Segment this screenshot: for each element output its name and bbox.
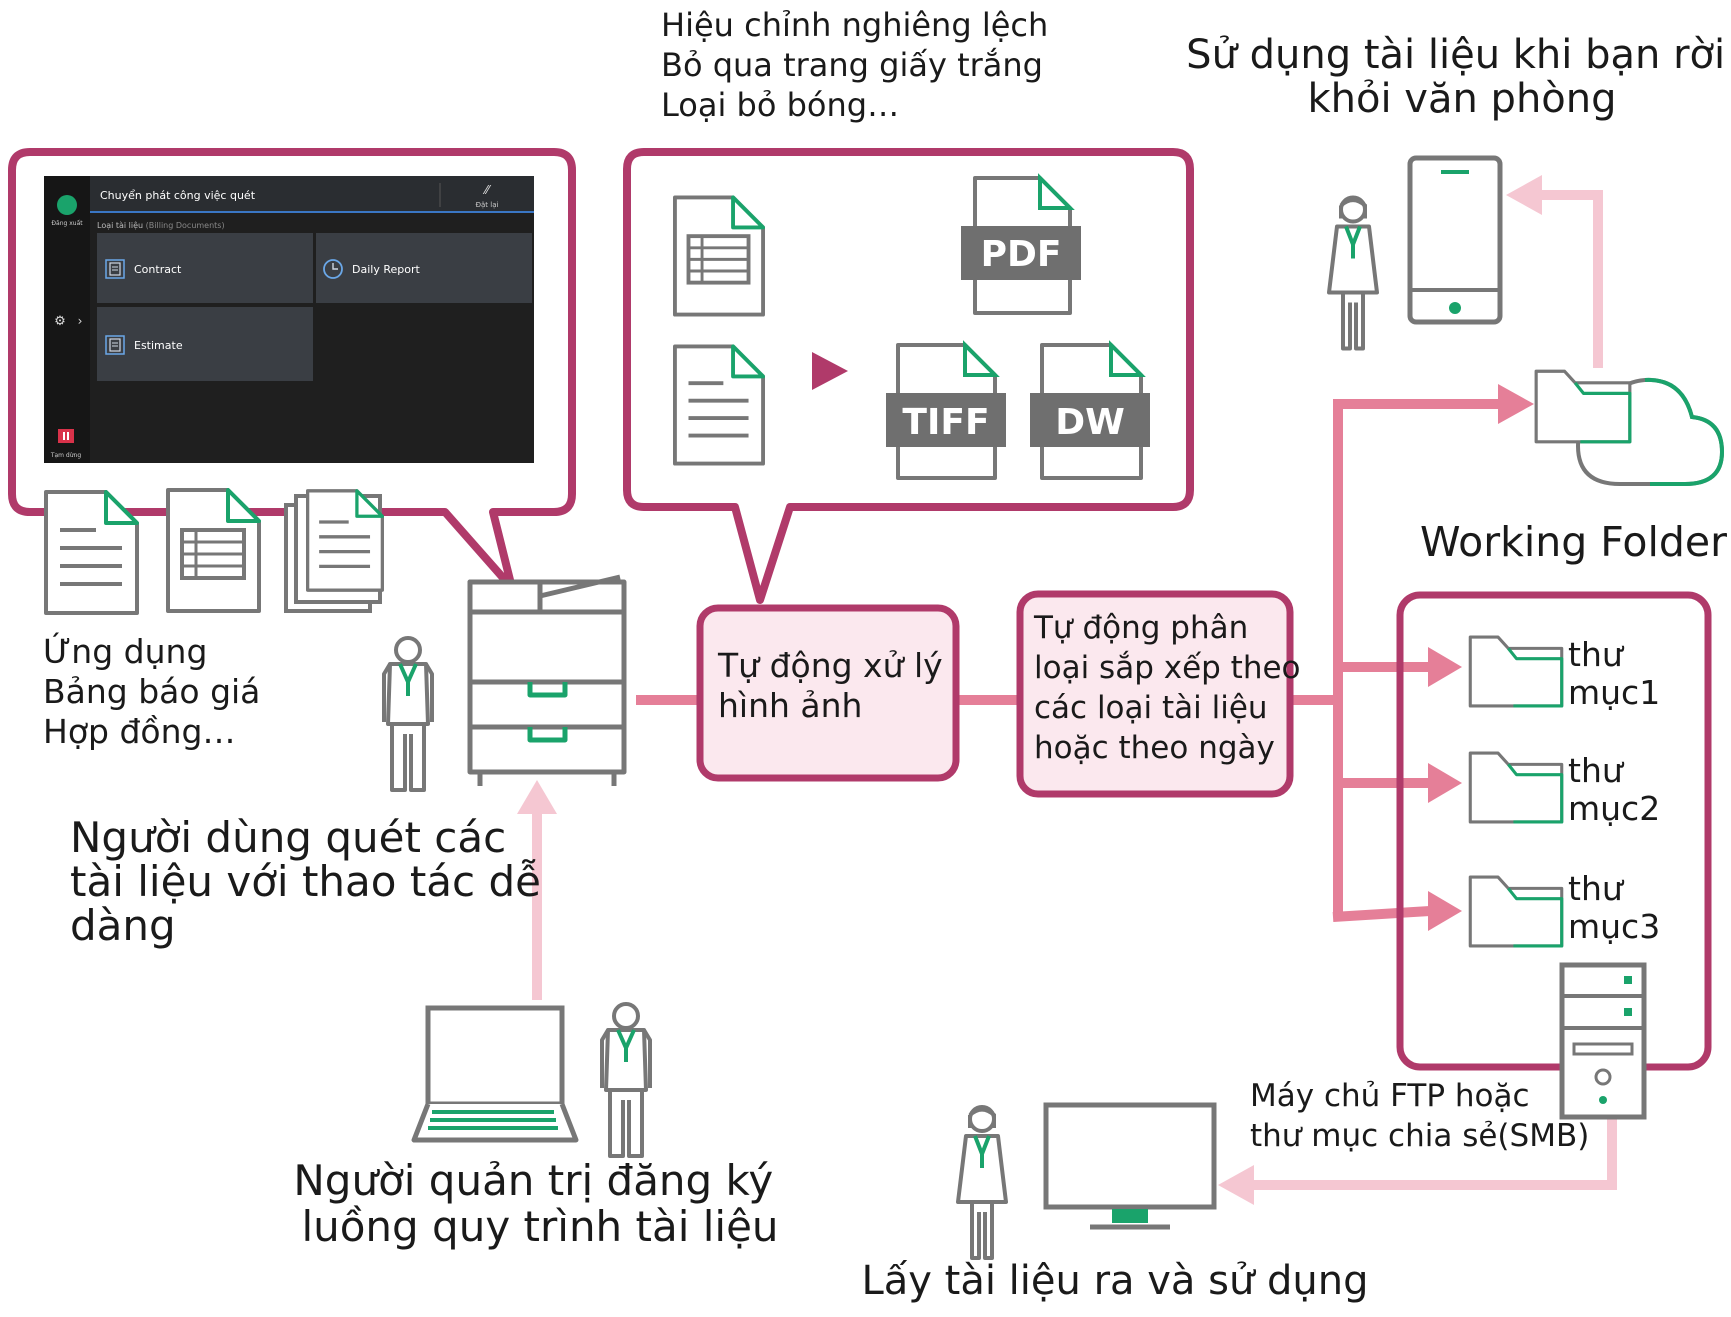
document-types-caption: Ứng dụng Bảng báo giá Hợp đồng… [43, 631, 271, 751]
pdf-file-icon: PDF [961, 173, 1081, 315]
dw-file-icon: DW [1030, 340, 1150, 480]
scan-screen: Đăng xuất ⚙ › Tạm dừng Chuyển phát công … [44, 176, 534, 463]
auto-sorting-box [1016, 590, 1294, 798]
reset-label[interactable]: Đặt lại [476, 201, 499, 209]
processing-features: Hiệu chỉnh nghiêng lệch Bỏ qua trang giấ… [661, 6, 1058, 124]
folder-icon [1468, 635, 1564, 708]
play-arrow-icon [812, 352, 848, 390]
laptop-icon [411, 1005, 579, 1143]
working-folder-label: Working Folder [1420, 518, 1727, 566]
button-contract[interactable]: Contract [97, 233, 313, 303]
pause-icon[interactable] [58, 429, 74, 443]
arrow-head [1498, 384, 1534, 424]
button-label: Estimate [134, 339, 183, 352]
clock-icon [323, 259, 343, 279]
connector-lines [517, 175, 1617, 1205]
category-label: Loại tài liệu (Billing Documents) [97, 220, 225, 231]
chevron-right-icon[interactable]: › [78, 314, 83, 328]
button-daily-report[interactable]: Daily Report [316, 233, 532, 303]
retrieving-user-icon [956, 1105, 1008, 1260]
button-label: Daily Report [352, 263, 420, 276]
reset-icon[interactable]: ⁄⁄ [482, 183, 492, 197]
shared-folders-box [1396, 591, 1712, 1071]
doc-stack-icon [284, 489, 384, 613]
folder-label: thư mục1 [1568, 635, 1660, 712]
tiff-file-icon: TIFF [886, 340, 1006, 480]
auto-image-processing-label: Tự động xử lý hình ảnh [717, 646, 953, 725]
retrieve-caption: Lấy tài liệu ra và sử dụng [861, 1258, 1368, 1304]
server-icon [1559, 962, 1647, 1120]
logout-icon[interactable] [57, 195, 77, 215]
smartphone-icon [1407, 155, 1503, 325]
scanned-documents [44, 488, 384, 615]
input-text-doc-icon [673, 344, 765, 466]
user-caption: Người dùng quét các tài liệu với thao tá… [70, 813, 554, 950]
format-label: DW [1055, 402, 1125, 443]
user-icon [382, 636, 434, 792]
auto-image-processing-box [696, 604, 960, 782]
doc-table-icon [166, 488, 261, 613]
input-table-doc-icon [673, 195, 765, 317]
pause-label[interactable]: Tạm dừng [50, 452, 82, 459]
format-label: PDF [981, 234, 1062, 275]
folder-label: thư mục3 [1568, 869, 1660, 946]
monitor-icon [1043, 1102, 1217, 1230]
auto-sorting-label: Tự động phân loại sắp xếp theo các loại … [1033, 610, 1310, 766]
doc-icon [44, 490, 139, 615]
server-caption: Máy chủ FTP hoặc thư mục chia sẻ(SMB) [1250, 1078, 1589, 1154]
folder-icon [1468, 875, 1564, 948]
logout-label[interactable]: Đăng xuất [51, 220, 83, 227]
working-folder-icon [1534, 369, 1632, 444]
mfp-printer-icon [467, 574, 627, 786]
button-label: Contract [134, 263, 182, 276]
admin-caption: Người quản trị đăng ký luồng quy trình t… [293, 1156, 786, 1251]
screen-title: Chuyển phát công việc quét [100, 189, 256, 202]
folder-label: thư mục2 [1568, 751, 1660, 828]
button-estimate[interactable]: Estimate [97, 307, 313, 381]
gear-icon[interactable]: ⚙ [54, 314, 66, 329]
admin-icon [600, 1002, 652, 1158]
folder-icon [1468, 751, 1564, 824]
format-label: TIFF [902, 402, 989, 443]
mobile-caption: Sử dụng tài liệu khi bạn rời khỏi văn ph… [1186, 32, 1731, 122]
mobile-user-icon [1329, 198, 1377, 349]
